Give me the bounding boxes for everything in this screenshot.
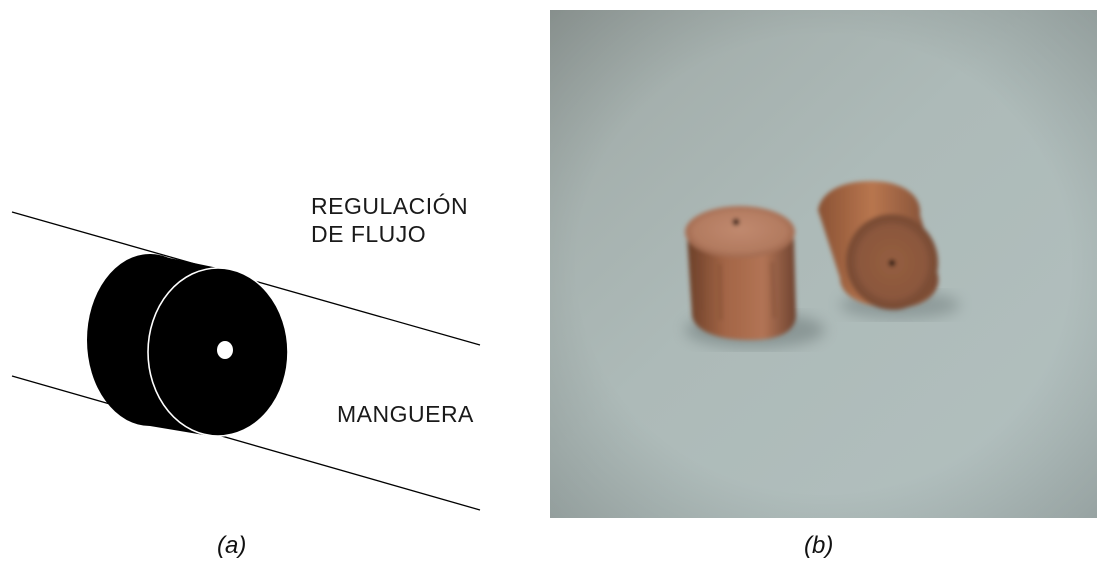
- regulator-photo: [550, 10, 1097, 518]
- diagram-panel: REGULACIÓN DE FLUJO MANGUERA: [0, 0, 540, 520]
- caption-b: (b): [804, 532, 834, 559]
- right-regulator: [818, 181, 939, 310]
- caption-a: (a): [217, 532, 247, 559]
- regulator-orifice: [217, 341, 233, 359]
- hose-bottom-line: [11, 375, 481, 511]
- flow-regulation-label-line-2: DE FLUJO: [311, 221, 427, 247]
- flow-regulator-diagram: [11, 211, 481, 511]
- flow-regulation-label: REGULACIÓN: [311, 193, 469, 219]
- hose-label: MANGUERA: [337, 401, 474, 427]
- photo-illustration: [550, 10, 1097, 518]
- regulator-cylinder: [87, 254, 289, 437]
- left-regulator: [685, 206, 796, 340]
